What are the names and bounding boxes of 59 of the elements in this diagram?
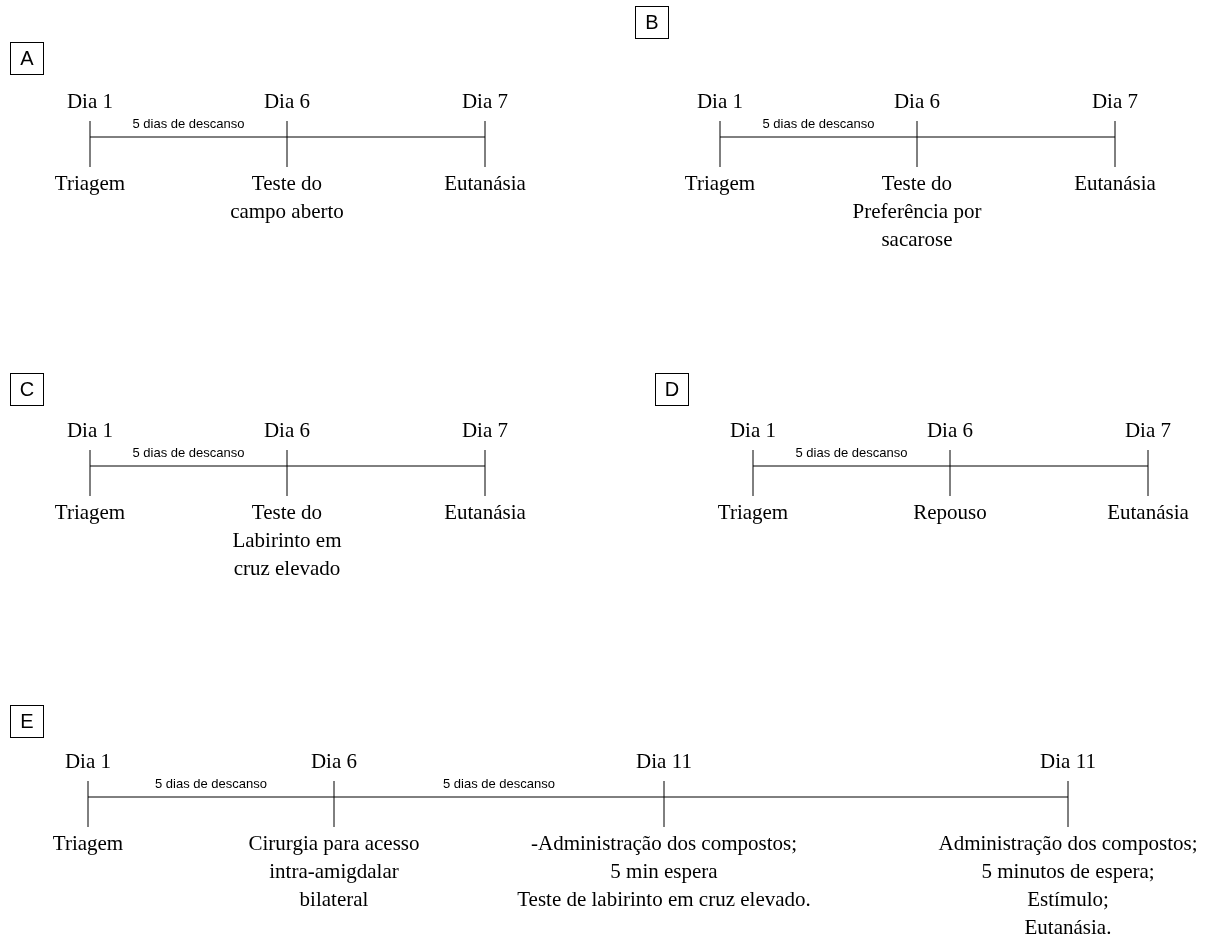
event-label: Teste do campo aberto: [229, 170, 345, 225]
panel-letter: D: [655, 373, 689, 406]
event-label: Eutanásia: [443, 170, 527, 197]
event-label: Administração dos compostos;: [937, 830, 1199, 857]
edge-label: 5 dias de descanso: [760, 116, 877, 131]
day-label: Dia 7: [1090, 88, 1140, 115]
day-label: Dia 6: [892, 88, 942, 115]
timeline-line: [139, 136, 223, 138]
edge-label: 5 dias de descanso: [441, 776, 557, 791]
day-label: Dia 7: [460, 88, 510, 115]
event-label: Estímulo;: [1026, 886, 1110, 913]
event-label: Teste de labirinto em cruz elevado.: [516, 886, 812, 913]
event-label: Triagem: [716, 499, 790, 526]
panel-letter: B: [635, 6, 669, 39]
timeline-line: [802, 465, 901, 467]
event-label: Teste do Labirinto em cruz elevado: [231, 499, 343, 582]
panel-letter: A: [10, 42, 44, 75]
timeline-line: [843, 796, 919, 798]
timeline-line: [351, 136, 431, 138]
event-label: Eutanásia.: [1023, 914, 1113, 941]
timeline-line: [999, 465, 1094, 467]
event-label: Triagem: [51, 830, 125, 857]
edge-label: 5 dias de descanso: [153, 776, 269, 791]
event-label: Cirurgia para acesso intra-amigdalar bilateral: [247, 830, 421, 913]
day-label: Dia 11: [1039, 748, 1097, 775]
day-label: Dia 7: [460, 417, 510, 444]
day-label: Dia 6: [262, 417, 312, 444]
day-label: Dia 11: [635, 748, 693, 775]
day-label: Dia 1: [695, 88, 745, 115]
day-label: Dia 1: [63, 748, 113, 775]
panel-letter: C: [10, 373, 44, 406]
event-label: 5 min espera: [609, 858, 719, 885]
edge-label: 5 dias de descanso: [793, 445, 910, 460]
event-label: Triagem: [683, 170, 757, 197]
event-label: Eutanásia: [1073, 170, 1157, 197]
timeline-line: [433, 796, 485, 798]
day-label: Dia 6: [925, 417, 975, 444]
day-label: Dia 1: [728, 417, 778, 444]
day-label: Dia 7: [1123, 417, 1173, 444]
day-label: Dia 1: [65, 417, 115, 444]
event-label: -Administração dos compostos;: [530, 830, 798, 857]
event-label: Eutanásia: [443, 499, 527, 526]
event-label: Repouso: [912, 499, 988, 526]
timeline-line: [137, 796, 235, 798]
event-label: Triagem: [53, 499, 127, 526]
timeline-line: [139, 465, 218, 467]
event-label: Eutanásia: [1106, 499, 1190, 526]
edge-label: 5 dias de descanso: [130, 445, 247, 460]
timeline-line: [356, 465, 431, 467]
panel-letter: E: [10, 705, 44, 738]
day-label: Dia 1: [65, 88, 115, 115]
event-label: Teste do Preferência por sacarose: [851, 170, 983, 253]
timeline-line: [769, 136, 833, 138]
day-label: Dia 6: [262, 88, 312, 115]
timeline-line: [1001, 136, 1061, 138]
edge-label: 5 dias de descanso: [130, 116, 247, 131]
event-label: Triagem: [53, 170, 127, 197]
event-label: 5 minutos de espera;: [980, 858, 1156, 885]
day-label: Dia 6: [309, 748, 359, 775]
